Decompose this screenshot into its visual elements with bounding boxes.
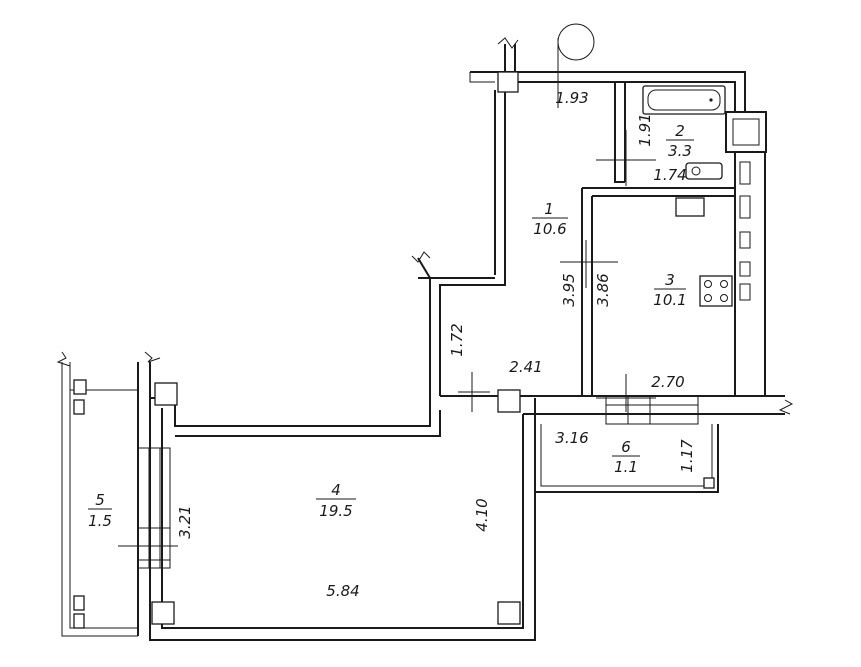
room-3-number: 3: [665, 271, 675, 289]
kitchen: [581, 152, 766, 395]
room-2-area: 3.3: [668, 142, 692, 160]
room-5-number: 5: [95, 491, 105, 509]
dimension-labels: 1.93 1.91 1.74 3.95 3.86 1.72 2.41 2.70 …: [176, 89, 696, 600]
room-3-area: 10.1: [653, 291, 686, 309]
dim-1-74: 1.74: [653, 166, 686, 184]
bathroom: [614, 82, 767, 183]
dimension-lines: [458, 23, 656, 412]
dim-1-91: 1.91: [636, 113, 654, 146]
dim-5-84: 5.84: [326, 582, 359, 600]
dim-2-70: 2.70: [651, 373, 684, 391]
dim-3-21: 3.21: [176, 505, 194, 538]
room-4-number: 4: [331, 481, 341, 499]
room-6-number: 6: [621, 438, 631, 456]
dim-3-16: 3.16: [555, 429, 588, 447]
dim-2-41: 2.41: [509, 358, 542, 376]
room-1-area: 10.6: [533, 220, 566, 238]
dim-3-86: 3.86: [594, 273, 612, 306]
room-5-area: 1.5: [88, 512, 112, 530]
loggia-6: [440, 389, 794, 493]
room-4-area: 19.5: [319, 502, 352, 520]
room-6-area: 1.1: [614, 458, 638, 476]
dim-4-10: 4.10: [473, 498, 491, 531]
room-labels: 1 10.6 2 3.3 3 10.1 4 19.5 5 1.5 6 1.1: [88, 122, 694, 530]
room-1-number: 1: [544, 200, 554, 218]
balcony-5: [56, 351, 521, 637]
dim-1-17: 1.17: [678, 439, 696, 473]
dim-3-95: 3.95: [560, 273, 578, 306]
dim-1-72: 1.72: [448, 323, 466, 356]
dim-1-93: 1.93: [555, 89, 588, 107]
room-2-number: 2: [675, 122, 685, 140]
